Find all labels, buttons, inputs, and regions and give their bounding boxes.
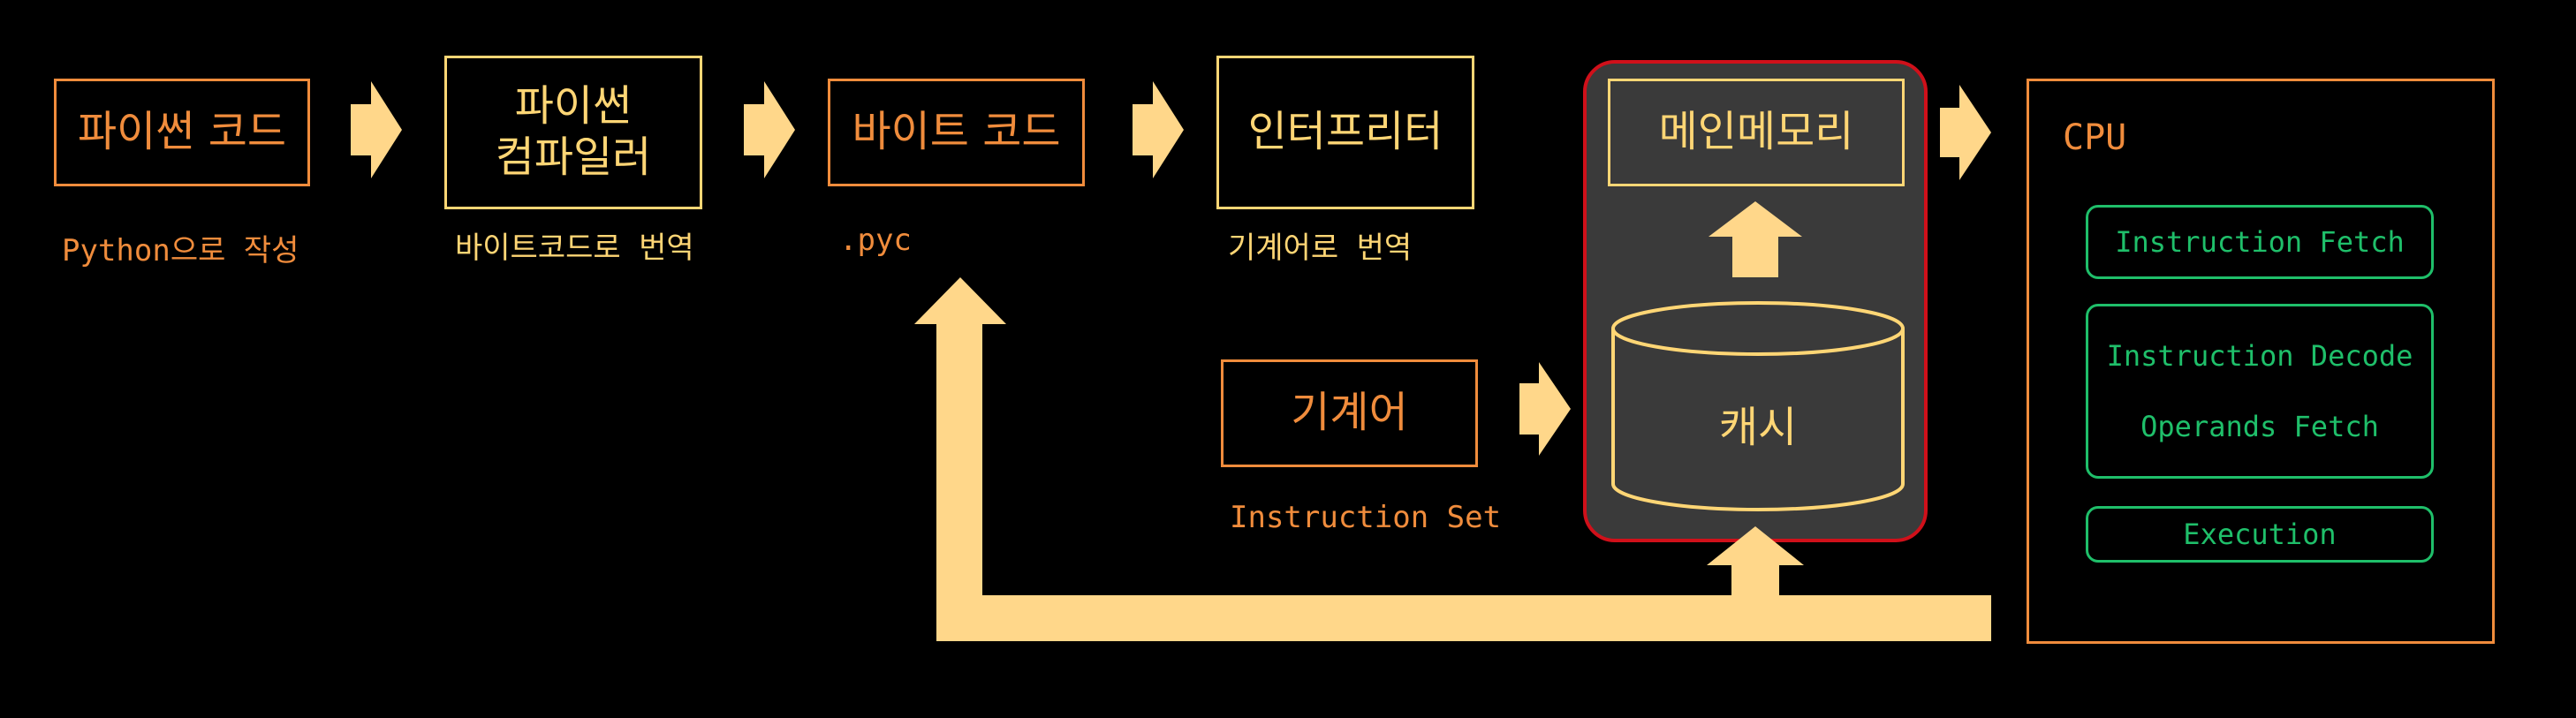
caption-interpreter: 기계어로 번역 bbox=[1228, 231, 1413, 266]
cache-cylinder bbox=[1611, 301, 1905, 511]
node-python-code: 파이썬 코드 bbox=[54, 79, 310, 186]
node-interpreter: 인터프리터 bbox=[1216, 56, 1474, 209]
node-python-compiler: 파이썬 컴파일러 bbox=[444, 56, 702, 209]
arrow-memory-to-cpu bbox=[1940, 85, 1991, 180]
caption-compiler: 바이트코드로 번역 bbox=[455, 231, 694, 266]
arrow-machine-code-to-cache bbox=[1519, 362, 1571, 456]
cpu-stage-operands-label: Operands Fetch bbox=[2140, 410, 2379, 443]
node-bytecode: 바이트 코드 bbox=[828, 79, 1085, 186]
node-python-code-label: 파이썬 코드 bbox=[77, 107, 287, 157]
cpu-stage-decode-label: Instruction Decode bbox=[2106, 339, 2413, 373]
node-cpu-label: CPU bbox=[2063, 117, 2127, 158]
arrow-bytecode-to-interpreter bbox=[1133, 81, 1184, 178]
node-main-memory-label: 메인메모리 bbox=[1658, 107, 1854, 157]
node-cache: 캐시 bbox=[1613, 380, 1903, 477]
node-main-memory: 메인메모리 bbox=[1608, 79, 1905, 186]
node-interpreter-label: 인터프리터 bbox=[1247, 107, 1443, 157]
node-bytecode-label: 바이트 코드 bbox=[852, 107, 1061, 157]
caption-python-code: Python으로 작성 bbox=[62, 233, 299, 268]
arrow-feedback-loop bbox=[914, 277, 1991, 641]
node-compiler-line1: 파이썬 bbox=[514, 81, 633, 132]
node-compiler-line2: 컴파일러 bbox=[495, 132, 652, 182]
node-machine-code: 기계어 bbox=[1221, 359, 1478, 467]
cpu-stage-execution: Execution bbox=[2086, 506, 2434, 563]
arrow-cache-to-memory bbox=[1708, 201, 1802, 277]
memory-group bbox=[1583, 60, 1928, 542]
caption-machine-code: Instruction Set bbox=[1230, 500, 1502, 535]
arrow-compiler-to-bytecode bbox=[744, 81, 795, 178]
cpu-stage-fetch-label: Instruction Fetch bbox=[2115, 225, 2405, 259]
node-machine-code-label: 기계어 bbox=[1291, 388, 1408, 438]
cpu-stage-fetch: Instruction Fetch bbox=[2086, 205, 2434, 279]
arrow-python-to-compiler bbox=[351, 81, 402, 178]
node-cache-label: 캐시 bbox=[1718, 403, 1798, 453]
node-cpu: CPU bbox=[2027, 79, 2495, 644]
cpu-stage-execution-label: Execution bbox=[2183, 518, 2337, 551]
caption-bytecode: .pyc bbox=[839, 223, 912, 258]
cpu-stage-decode-operands: Instruction Decode Operands Fetch bbox=[2086, 304, 2434, 479]
